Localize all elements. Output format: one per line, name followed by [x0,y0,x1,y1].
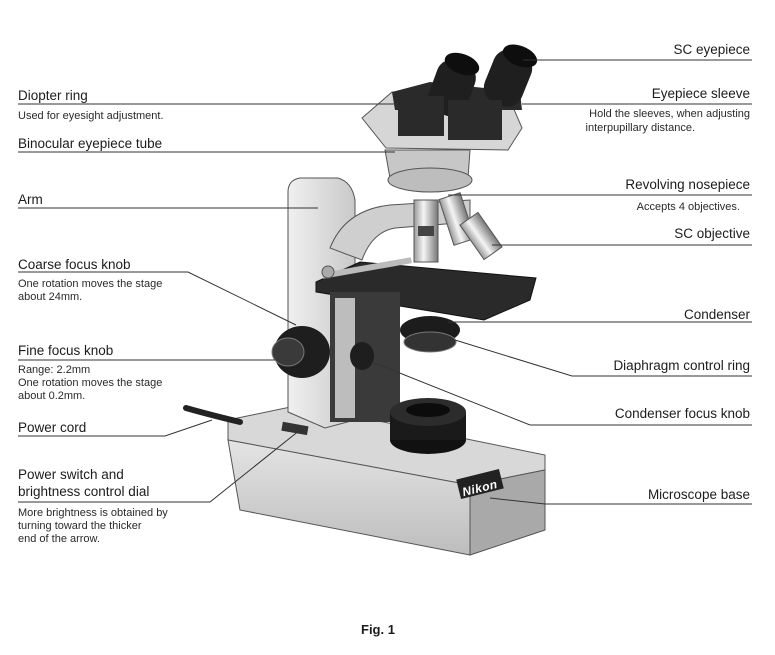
power-cord-shape [183,405,243,425]
condenser-focus-knob-shape [350,342,374,370]
desc-eyepiece-sleeve-1: Hold the sleeves, when adjusting [589,108,750,120]
fine-knob-shape [271,337,305,367]
field-lens [390,398,466,454]
label-binocular-tube: Binocular eyepiece tube [18,136,163,151]
leader-lines [18,59,752,505]
desc-revolving-nosepiece: Accepts 4 objectives. [636,201,740,213]
diaphragm-ring-shape [403,331,457,353]
desc-eyepiece-sleeve-2: interpupillary distance. [585,122,695,134]
figure-caption: Fig. 1 [361,622,395,637]
label-revolving-nosepiece: Revolving nosepiece [625,177,750,192]
label-diaphragm-ring: Diaphragm control ring [613,358,750,373]
stage [315,261,537,321]
desc-power-switch-2: turning toward the thicker [18,520,142,532]
desc-power-switch-1: More brightness is obtained by [18,507,168,519]
desc-power-switch-3: end of the arrow. [18,533,100,545]
label-power-switch-2: brightness control dial [18,484,150,499]
label-diopter-ring: Diopter ring [18,88,88,103]
label-microscope-base: Microscope base [647,487,750,502]
desc-fine-focus-3: about 0.2mm. [18,390,86,402]
eyepieces [398,44,538,140]
label-sc-objective: SC objective [674,226,750,241]
label-condenser: Condenser [683,307,750,322]
objectives [413,192,503,263]
desc-fine-focus-2: One rotation moves the stage [18,377,163,389]
label-coarse-focus: Coarse focus knob [18,257,131,272]
nosepiece-disc [387,167,473,193]
microscope-illustration [183,44,546,556]
desc-fine-focus-1: Range: 2.2mm [18,364,91,376]
stage-clip-knob [321,265,335,279]
stage-clip [322,257,412,279]
label-eyepiece-sleeve: Eyepiece sleeve [651,86,750,101]
desc-coarse-focus-1: One rotation moves the stage [18,278,163,290]
label-sc-eyepiece: SC eyepiece [673,42,750,57]
desc-diopter-ring: Used for eyesight adjustment. [18,110,164,122]
power-switch-dial [281,421,309,436]
label-fine-focus: Fine focus knob [18,343,114,358]
label-power-switch-1: Power switch and [18,467,124,482]
label-condenser-focus: Condenser focus knob [614,406,750,421]
focus-block-face [335,298,355,418]
base-logo-badge [456,468,504,500]
label-power-cord: Power cord [18,420,87,435]
desc-coarse-focus-2: about 24mm. [18,291,83,303]
label-arm: Arm [18,192,43,207]
